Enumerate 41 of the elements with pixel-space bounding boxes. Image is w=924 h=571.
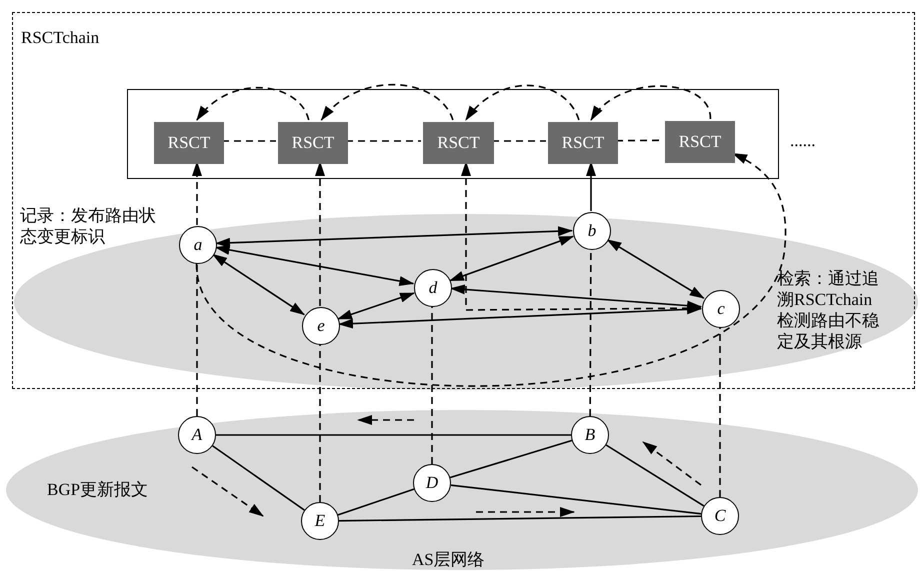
dashed-line [719, 327, 721, 497]
arrow [606, 239, 705, 299]
node-circle: A [178, 416, 216, 454]
dashed-line [431, 306, 433, 464]
annotation-text: 记录：发布路由状态变更标识 [20, 205, 157, 247]
arrow [215, 226, 573, 248]
dashed-line [319, 344, 321, 502]
dashed-frame [12, 12, 915, 389]
arrow [450, 284, 702, 311]
dashed-line [196, 263, 198, 416]
annotation-text: 检索：通过追溯RSCTchain检测路由不稳定及其根源 [777, 268, 880, 352]
connector-line [338, 488, 414, 516]
block-box: RSCT [154, 122, 224, 164]
connector-line [338, 515, 702, 522]
connector-line [450, 440, 572, 478]
arrow [337, 292, 415, 320]
dashed-line [492, 140, 546, 142]
chain-box [127, 89, 779, 179]
connector-line [450, 484, 702, 515]
block-box: RSCT [665, 121, 735, 163]
dashed-line [346, 140, 421, 142]
arrow [196, 86, 310, 121]
arrow [320, 84, 454, 121]
connector-line [216, 434, 571, 436]
frame-title: RSCTchain [21, 27, 100, 48]
arrow [196, 152, 786, 387]
block-box: RSCT [548, 122, 618, 164]
connector-line [212, 445, 305, 511]
ellipsis-text: ...... [790, 130, 816, 151]
arrow [590, 85, 712, 121]
arrow [214, 245, 414, 286]
block-box: RSCT [423, 122, 494, 164]
annotation-text: BGP更新报文 [47, 479, 150, 500]
network-label: AS层网络 [412, 549, 486, 570]
arrow [448, 236, 574, 282]
dashed-line [222, 140, 276, 142]
arrow [338, 304, 702, 329]
connector-line [606, 444, 704, 507]
block-box: RSCT [278, 122, 348, 164]
arrow [465, 84, 580, 121]
arrow [212, 254, 305, 316]
